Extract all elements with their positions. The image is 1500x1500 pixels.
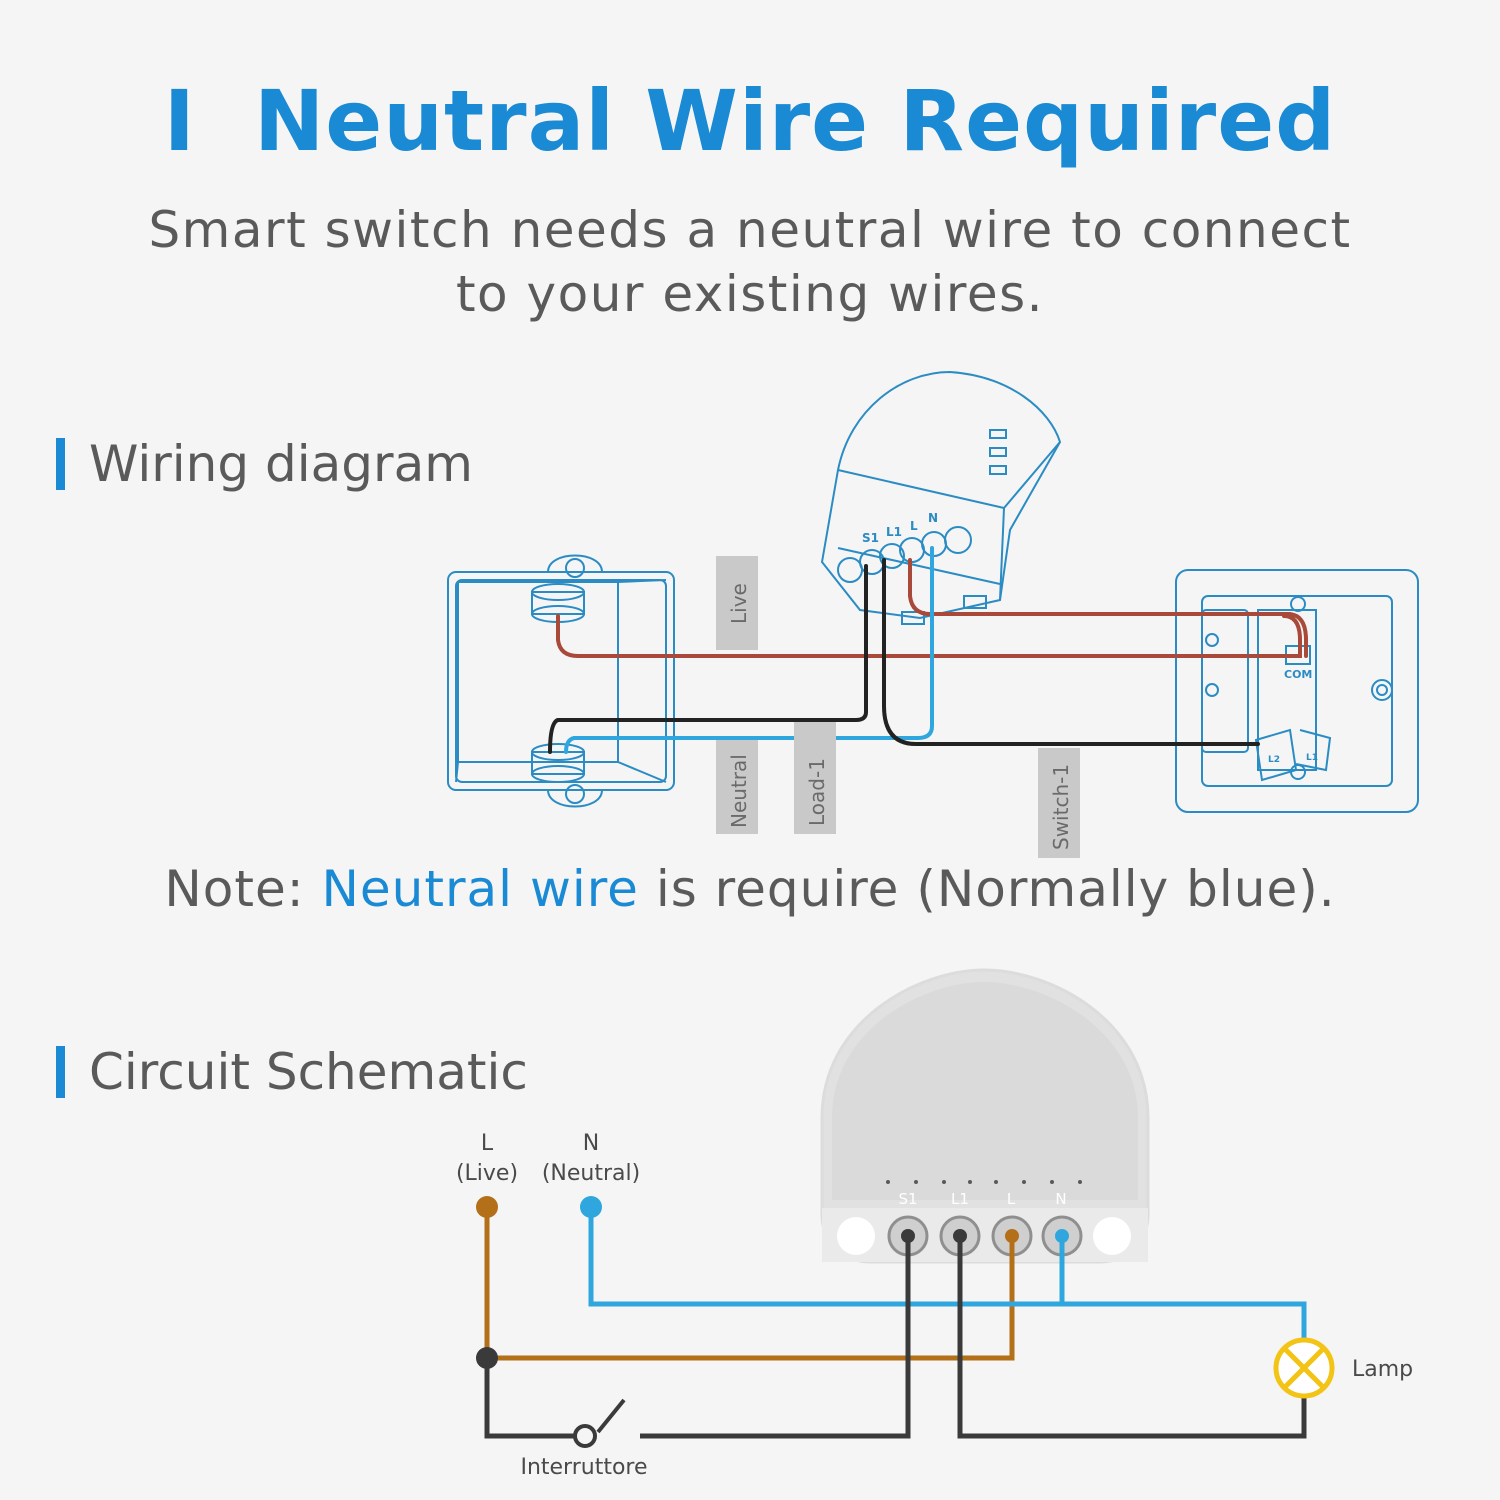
switch-l1-label: L1 [1306, 753, 1318, 763]
schem-label-n: N [1055, 1190, 1066, 1208]
neutral-wire-iso [564, 546, 934, 754]
lamp-icon [1273, 1337, 1335, 1399]
live-tag [716, 556, 758, 650]
switch-tag [1038, 748, 1080, 858]
l1-dot [953, 1229, 967, 1243]
schem-label-s1: S1 [898, 1190, 917, 1208]
neutral-source-dot [580, 1196, 602, 1218]
switch-in-wire [484, 1358, 574, 1439]
schem-label-l1: L1 [951, 1190, 969, 1208]
switch-wire-iso [882, 558, 1260, 746]
schematic-module: S1 L1 L N [820, 968, 1150, 1264]
title-text: Neutral Wire Required [253, 72, 1337, 170]
junction-dot [476, 1347, 498, 1369]
schematic-wires [484, 1208, 1307, 1439]
wiring-diagram-heading: Wiring diagram [56, 438, 473, 490]
switch-label: Interruttore [520, 1455, 647, 1480]
load-wire [957, 1236, 1307, 1439]
blank-socket-right [1093, 1217, 1131, 1255]
subtitle: Smart switch needs a neutral wire to con… [100, 198, 1400, 326]
switch-tag-text: Switch-1 [1049, 764, 1073, 850]
iso-terminal-l1: L1 [886, 525, 902, 539]
wiring-diagram: COM L2 L1 S1 L1 L N [447, 370, 1419, 813]
subtitle-line-1: Smart switch needs a neutral wire to con… [148, 201, 1352, 259]
schem-label-l: L [1007, 1190, 1016, 1208]
l-dot [1005, 1229, 1019, 1243]
neutral-tag [716, 740, 758, 834]
neutral-wire [588, 1208, 1307, 1340]
live-source-dot [476, 1196, 498, 1218]
switch-blade [596, 1398, 626, 1434]
note-highlight: Neutral wire [321, 860, 639, 918]
note-prefix: Note: [164, 860, 322, 918]
iso-terminal-s1: S1 [862, 531, 879, 545]
live-wire [484, 1208, 1015, 1361]
s1-wire [640, 1236, 911, 1439]
neutral-label: N [583, 1131, 599, 1156]
live-label: L [481, 1131, 494, 1156]
n-dot [1055, 1229, 1069, 1243]
smart-module-iso [820, 370, 1062, 625]
live-sub-label: (Live) [456, 1161, 518, 1186]
load-tag-text: Load-1 [805, 758, 829, 826]
iso-terminal-n: N [928, 511, 938, 525]
wall-switch [1175, 569, 1419, 813]
note-suffix: is require (Normally blue). [638, 860, 1336, 918]
lamp-label: Lamp [1352, 1357, 1413, 1382]
page-title: I Neutral Wire Required [0, 72, 1500, 170]
s1-dot [901, 1229, 915, 1243]
note-text: Note: Neutral wire is require (Normally … [0, 860, 1500, 918]
neutral-sub-label: (Neutral) [542, 1161, 640, 1186]
load-tag [794, 722, 836, 834]
blank-socket-left [837, 1217, 875, 1255]
wire-tags: Live Neutral Load-1 Switch-1 [716, 556, 1080, 858]
switch-contact [573, 1424, 597, 1448]
live-tag-text: Live [727, 583, 751, 624]
circuit-schematic-heading: Circuit Schematic [56, 1046, 528, 1098]
subtitle-line-2: to your existing wires. [455, 265, 1045, 323]
com-label: COM [1284, 668, 1312, 681]
load-wire-iso [548, 564, 868, 754]
iso-terminal-l: L [910, 519, 918, 533]
junction-box [447, 554, 675, 808]
live-wire-junction [556, 614, 1302, 658]
wiring-wires [548, 546, 1308, 754]
switch-l2-label: L2 [1268, 755, 1280, 765]
title-mark: I [163, 72, 196, 170]
neutral-tag-text: Neutral [727, 754, 751, 828]
live-wire-module [908, 558, 1308, 658]
